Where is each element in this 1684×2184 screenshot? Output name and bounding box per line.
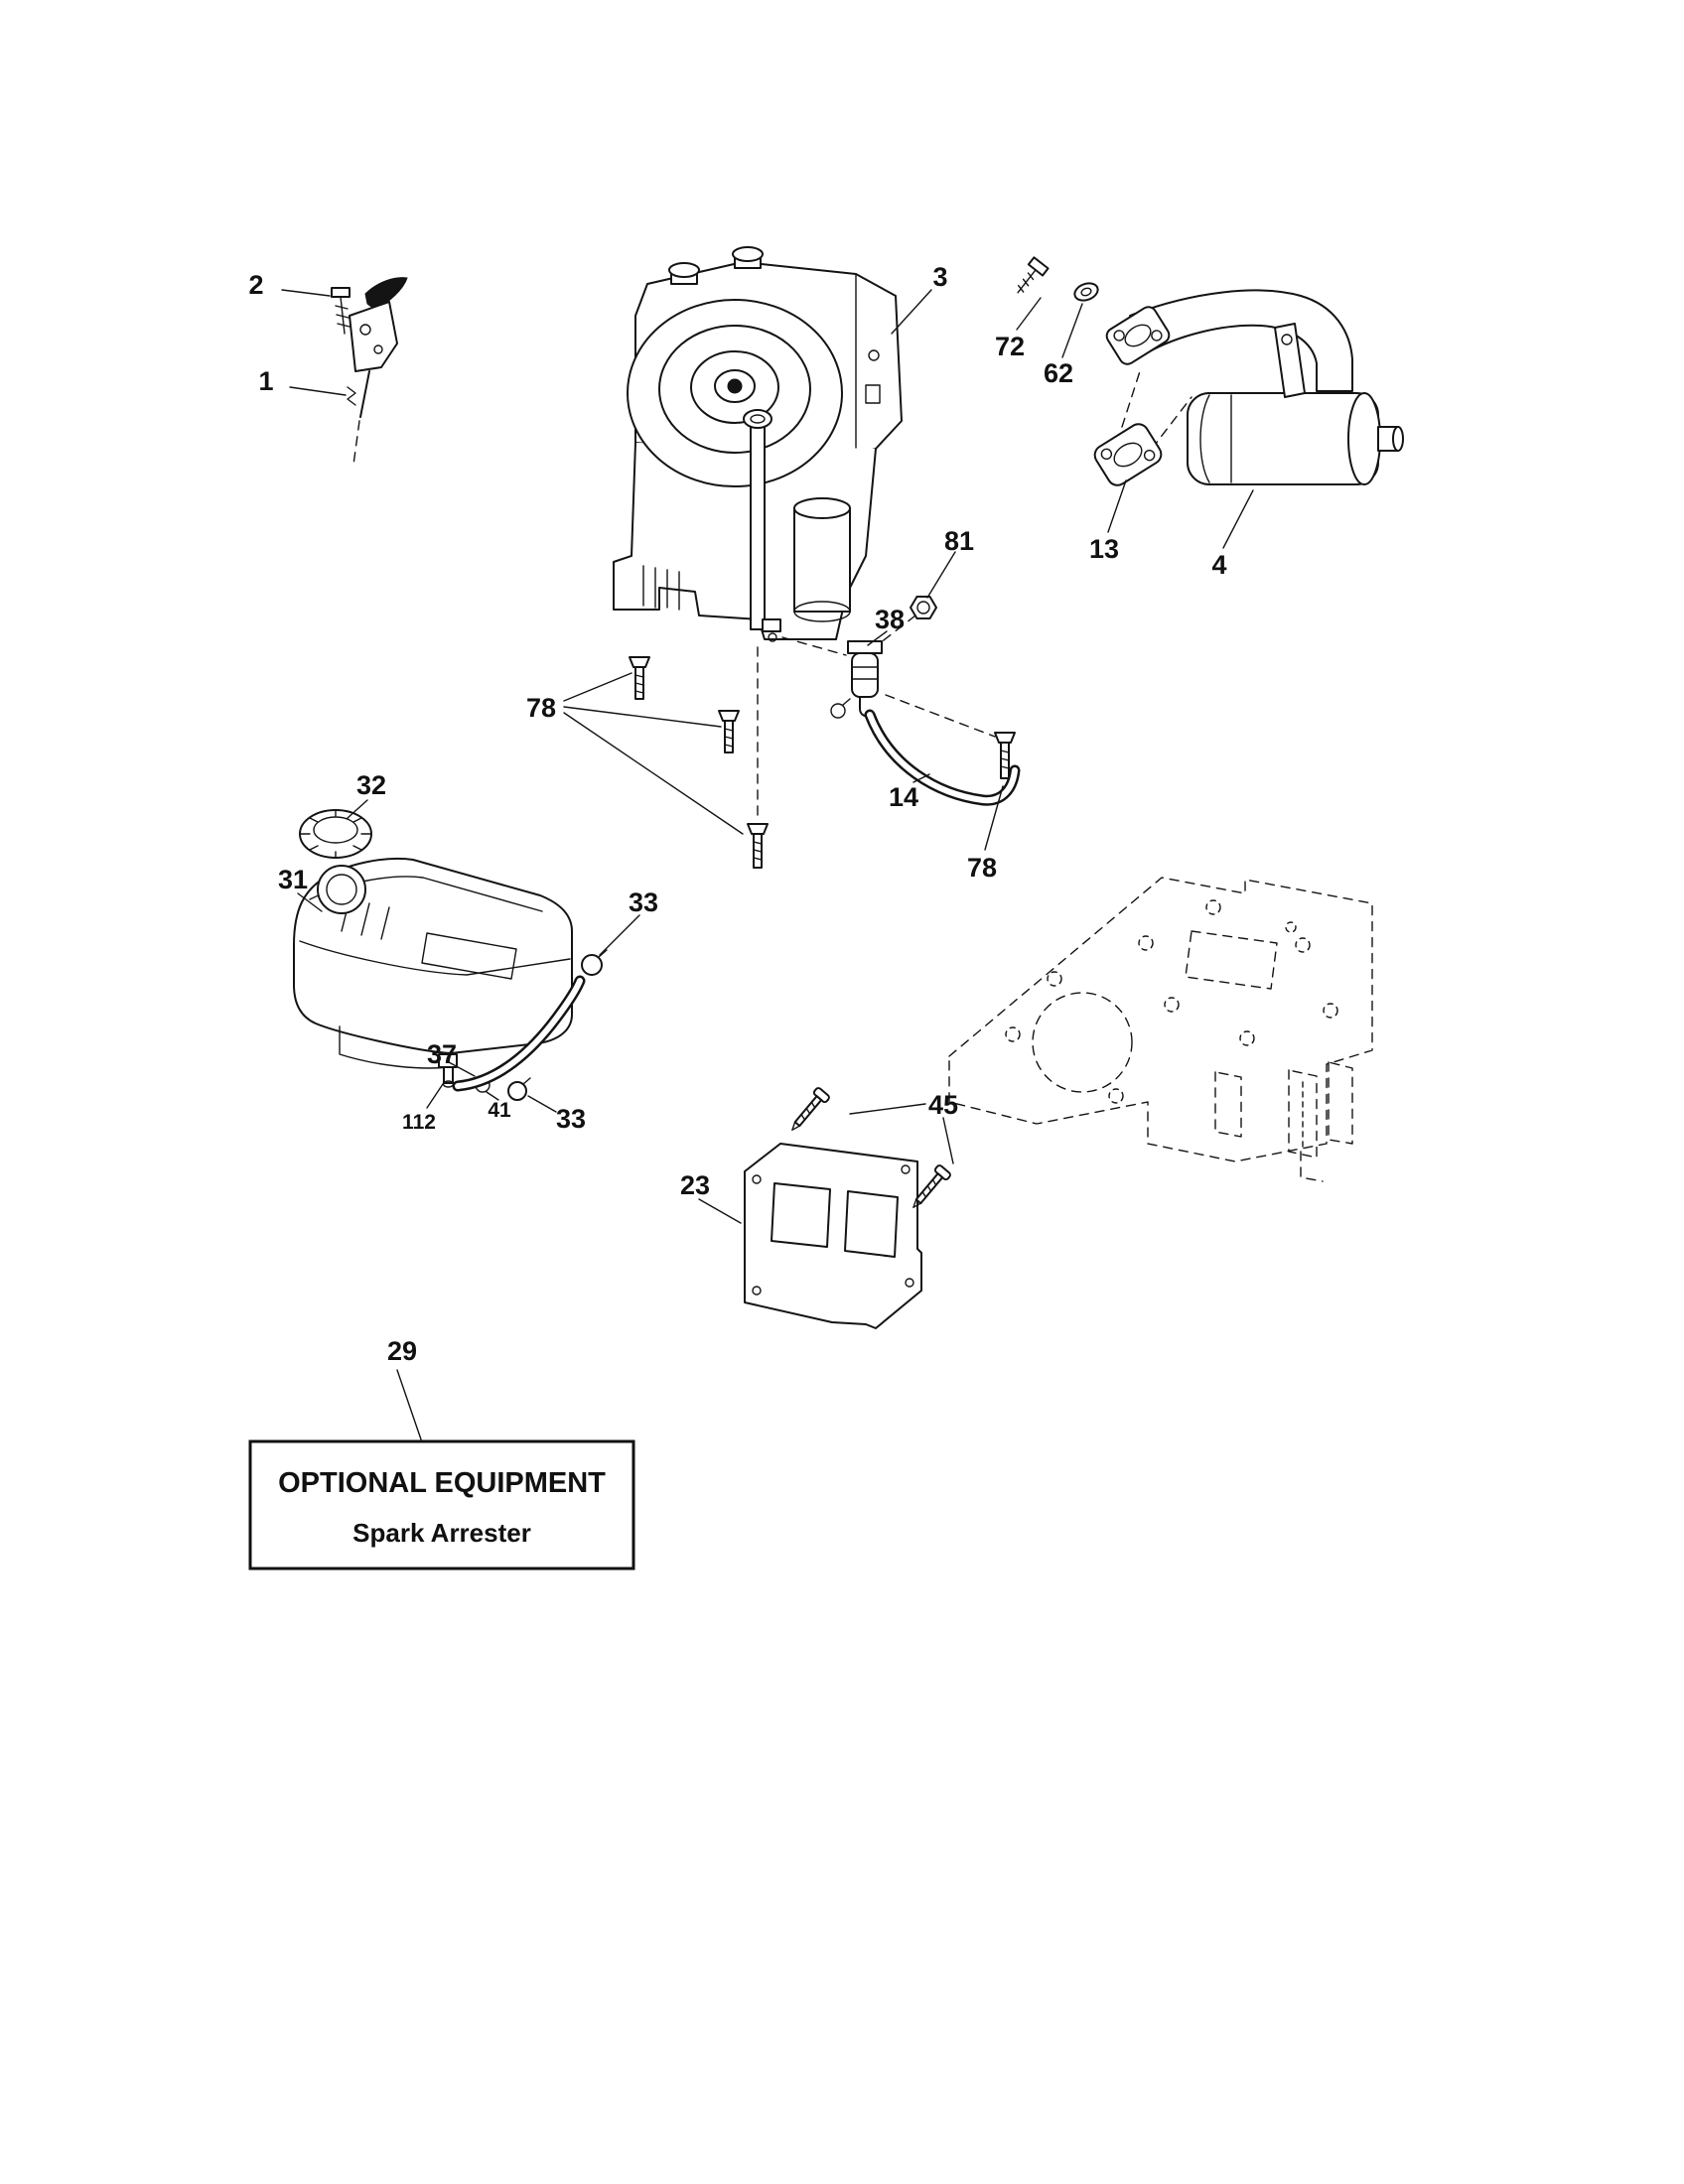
oil-fill-cap-drawing — [668, 262, 700, 285]
part-label-23: 23 — [680, 1170, 710, 1200]
fuel-shutoff-valve-drawing — [830, 640, 883, 719]
washer-62-drawing — [1073, 282, 1099, 302]
engine-bolt-78-left — [629, 656, 650, 700]
part-label-45: 45 — [928, 1090, 958, 1120]
part-label-62: 62 — [1044, 358, 1073, 388]
part-label-31: 31 — [278, 865, 308, 894]
optional-equipment-box: OPTIONAL EQUIPMENT Spark Arrester — [248, 1439, 635, 1570]
dipstick-tube-drawing — [743, 409, 772, 630]
part-label-33-lower: 33 — [556, 1104, 586, 1134]
fuel-valve-assembly-drawing — [781, 596, 1021, 806]
part-label-41: 41 — [488, 1099, 511, 1122]
fuel-tank-31-drawing — [293, 857, 573, 1069]
engine-bolt-78-bottom — [747, 646, 769, 869]
throttle-control-drawing — [331, 277, 408, 466]
part-label-13: 13 — [1089, 534, 1119, 564]
clamp-33-upper-drawing — [581, 949, 608, 976]
clamp-33-lower-drawing — [507, 1077, 531, 1101]
part-label-81: 81 — [944, 526, 974, 556]
optional-equipment-title: OPTIONAL EQUIPMENT — [278, 1467, 606, 1499]
part-label-29: 29 — [387, 1336, 417, 1366]
optional-equipment-subtitle: Spark Arrester — [352, 1518, 531, 1548]
part-label-72: 72 — [995, 332, 1025, 361]
fuel-line-14-drawing — [864, 709, 1021, 806]
part-label-4: 4 — [1211, 550, 1226, 580]
part-label-33-upper: 33 — [629, 887, 658, 917]
screw-45-a-drawing — [791, 1087, 830, 1132]
engine-bolt-78-mid — [718, 710, 740, 753]
engine-drawing — [613, 246, 903, 642]
part-labels: 2 1 3 72 62 13 4 81 38 78 14 78 32 31 33… — [248, 262, 1226, 1366]
part-label-78-right: 78 — [967, 853, 997, 883]
starter-cylinder-drawing — [793, 497, 851, 622]
part-label-78-left: 78 — [526, 693, 556, 723]
fuel-cap-32-drawing — [299, 809, 372, 859]
part-label-32: 32 — [356, 770, 386, 800]
part-label-112: 112 — [402, 1111, 436, 1134]
fuel-tank-assembly-drawing — [293, 809, 608, 1101]
exhaust-gasket-13-drawing — [1093, 370, 1193, 486]
screw-72-drawing — [1017, 256, 1050, 294]
throttle-bracket-drawing — [349, 301, 398, 372]
leader-lines — [281, 289, 1254, 1440]
muffler-assembly-drawing — [1017, 256, 1404, 486]
part-label-14: 14 — [889, 782, 918, 812]
screw-45-b-drawing — [912, 1164, 951, 1209]
nut-81-drawing — [910, 596, 937, 619]
part-label-1: 1 — [258, 366, 273, 396]
muffler-bracket-drawing — [1274, 323, 1306, 398]
screw-2-drawing — [331, 287, 351, 335]
chassis-frame-drawing — [948, 877, 1373, 1182]
exhaust-pipe-drawing — [1129, 289, 1353, 392]
fuel-line-37-drawing — [452, 975, 586, 1092]
part-label-3: 3 — [932, 262, 947, 292]
part-label-2: 2 — [248, 270, 263, 300]
part-label-37: 37 — [427, 1039, 457, 1069]
muffler-body-drawing — [1187, 392, 1404, 485]
exhaust-flange-drawing — [1105, 306, 1171, 365]
engine-plate-drawing — [744, 1143, 922, 1329]
bolt-78-right-drawing — [994, 732, 1016, 779]
part-label-38: 38 — [875, 605, 905, 634]
fuel-fill-cap-drawing — [732, 246, 764, 269]
